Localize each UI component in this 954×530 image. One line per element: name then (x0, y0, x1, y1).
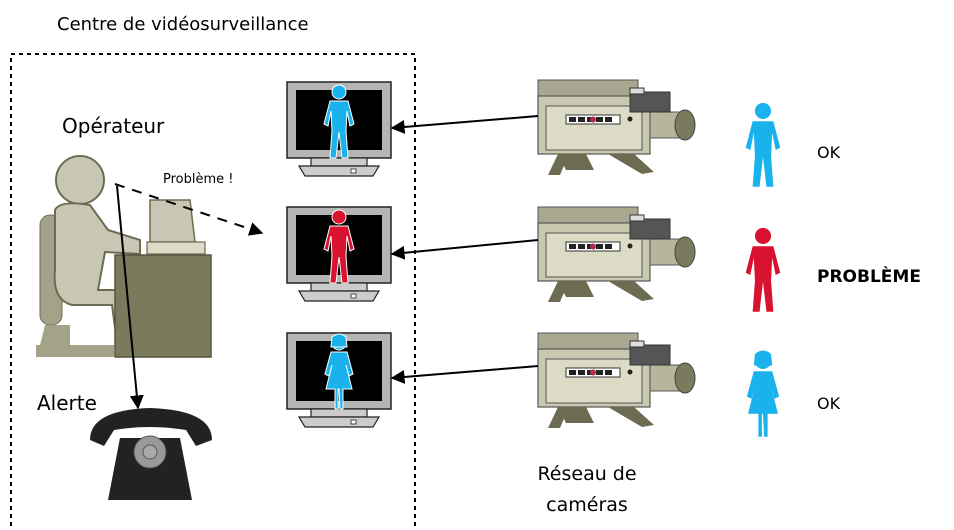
telephone-icon (90, 408, 212, 500)
alert-arrow (116, 185, 144, 410)
person-3-status: OK (817, 394, 841, 413)
feed-arrow-1 (390, 115, 539, 134)
person-3-icon (746, 350, 780, 437)
camera-3 (537, 332, 696, 429)
person-2-icon (745, 227, 781, 312)
person-1-status: OK (817, 143, 841, 162)
camera-1 (537, 79, 696, 176)
feed-arrow-2 (390, 239, 539, 260)
operator-label: Opérateur (62, 114, 165, 138)
control-center-title: Centre de vidéosurveillance (57, 14, 309, 35)
control-center-boundary (10, 53, 416, 530)
monitor-2 (286, 206, 392, 302)
gaze-arrow (114, 183, 264, 236)
monitor-3 (286, 332, 392, 428)
problem-callout: Problème ! (163, 172, 234, 187)
feed-arrow-3 (390, 365, 539, 384)
camera-2 (537, 206, 696, 303)
person-2-status: PROBLÈME (817, 265, 921, 287)
person-1-icon (745, 102, 781, 187)
camera-network-label-line1: Réseau de (537, 463, 636, 485)
alert-label: Alerte (37, 391, 97, 415)
monitor-1 (286, 81, 392, 177)
camera-network-label-line2: caméras (546, 494, 628, 516)
